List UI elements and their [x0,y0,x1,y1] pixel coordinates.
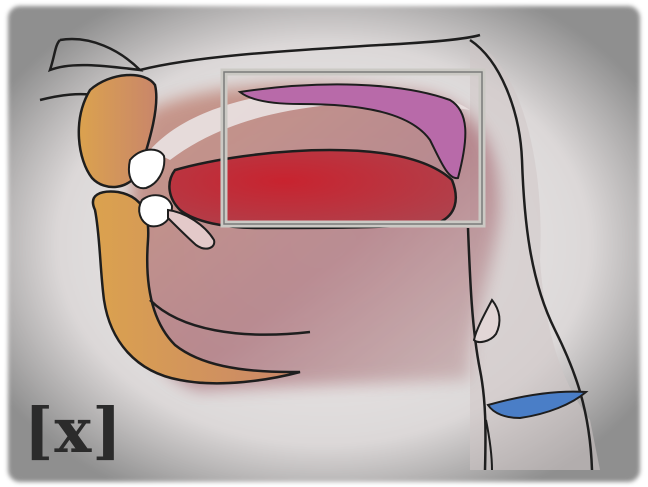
phoneme-label: [x] [24,396,123,466]
tongue [169,150,455,228]
